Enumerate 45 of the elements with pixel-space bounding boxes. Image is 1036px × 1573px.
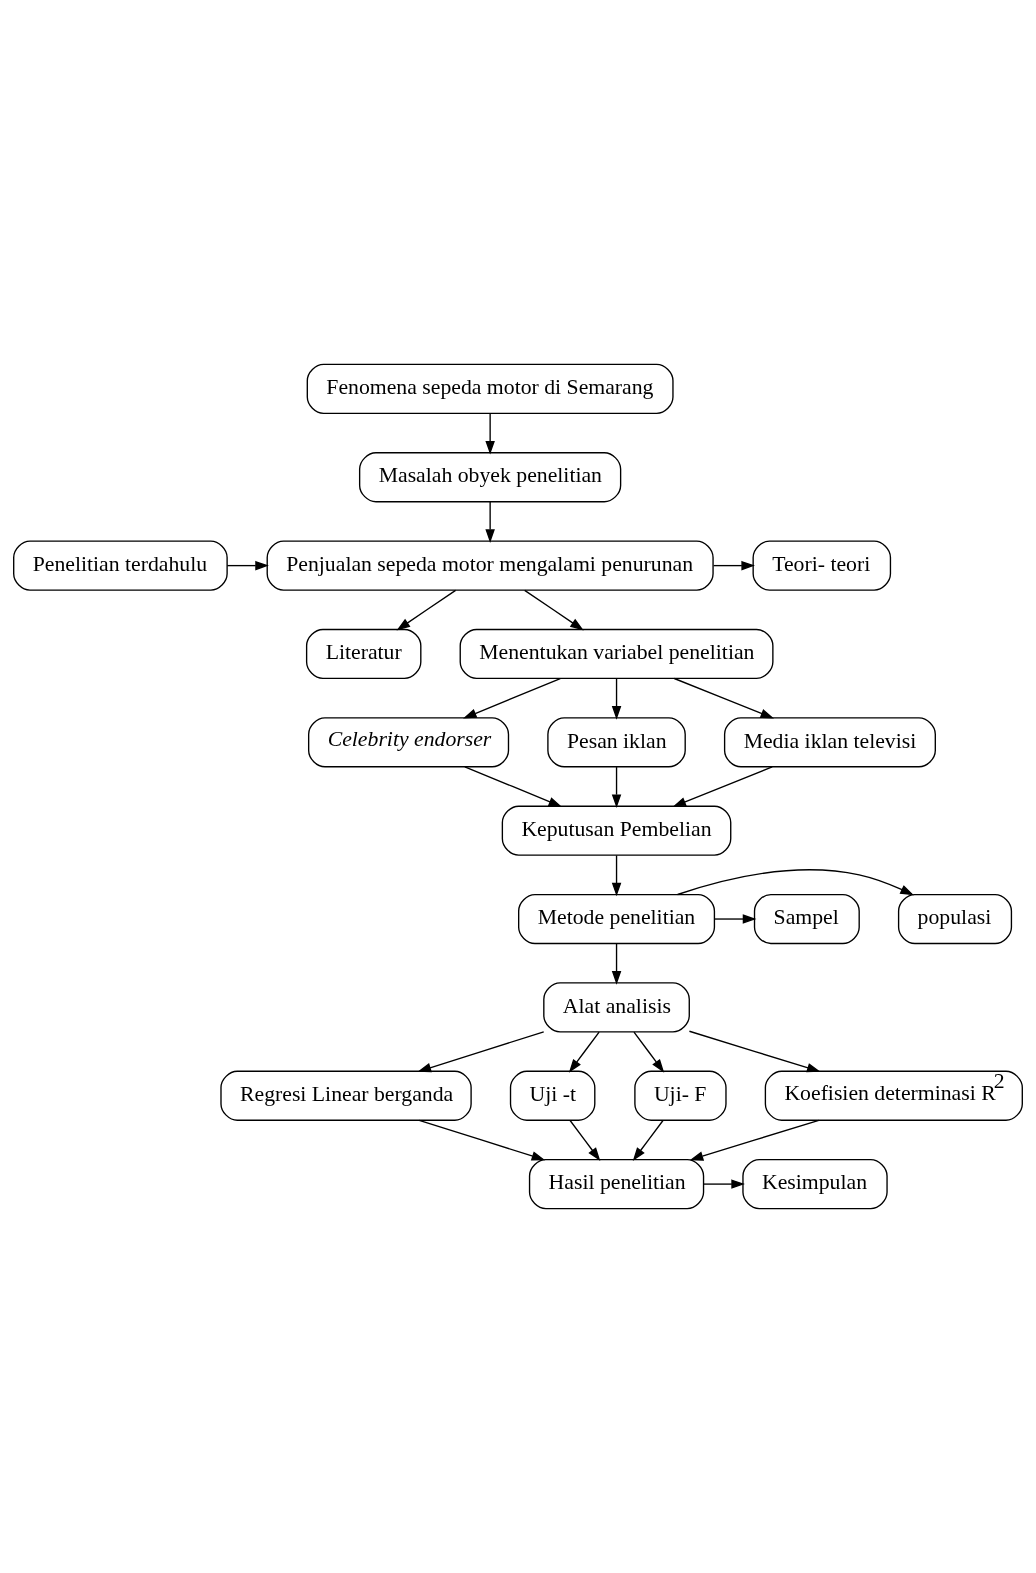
- arrow: [689, 1119, 820, 1161]
- node-box: Masalah obyek penelitian: [358, 452, 622, 503]
- node-box: Teori- teori: [752, 540, 892, 591]
- node-box: Celebrity endorser: [308, 717, 510, 768]
- arrow: [569, 1119, 601, 1161]
- arrow: [703, 1179, 745, 1189]
- arrow: [611, 943, 622, 985]
- node-box: Penelitian terdahulu: [13, 540, 228, 591]
- node-box: Literatur: [305, 628, 422, 680]
- arrow: [688, 1030, 821, 1073]
- arrow: [485, 501, 495, 543]
- node-box: Alat analisis: [543, 982, 690, 1033]
- arrow: [712, 560, 755, 571]
- arrow: [611, 678, 622, 720]
- arrow: [672, 766, 773, 807]
- node-box: Uji- F: [634, 1070, 727, 1121]
- arrow: [463, 677, 561, 719]
- node-box: Pesan iklan: [547, 717, 686, 768]
- arrow: [485, 413, 495, 455]
- node-box: populasi: [897, 893, 1013, 945]
- arrow: [714, 914, 757, 924]
- arrow: [418, 1119, 546, 1161]
- node-box: Penjualan sepeda motor mengalami penurunan: [266, 540, 714, 591]
- node-box: Fenomena sepeda motor di Semarang: [306, 363, 674, 415]
- arrow: [464, 766, 563, 807]
- arrow: [611, 766, 622, 808]
- arrow: [396, 589, 457, 631]
- node-box: Menentukan variabel penelitian: [459, 628, 774, 680]
- node-box: Metode penelitian: [518, 893, 716, 945]
- arrow: [226, 560, 269, 571]
- arrow: [611, 854, 622, 897]
- arrow: [633, 1031, 665, 1073]
- arrow: [568, 1031, 600, 1073]
- node-box: Sampel: [753, 893, 860, 945]
- arrow: [417, 1031, 545, 1073]
- arrow: [632, 1119, 664, 1161]
- arrow: [676, 869, 914, 896]
- node-box: Media iklan televisi: [723, 717, 936, 768]
- arrow: [673, 677, 775, 719]
- arrow: [524, 589, 584, 631]
- node-box: Regresi Linear berganda: [220, 1070, 472, 1121]
- node-box: Uji -t: [509, 1070, 596, 1121]
- node-box: Hasil penelitian: [528, 1158, 705, 1210]
- node-box: Kesimpulan: [742, 1158, 888, 1210]
- node-box: Keputusan Pembelian: [501, 805, 732, 856]
